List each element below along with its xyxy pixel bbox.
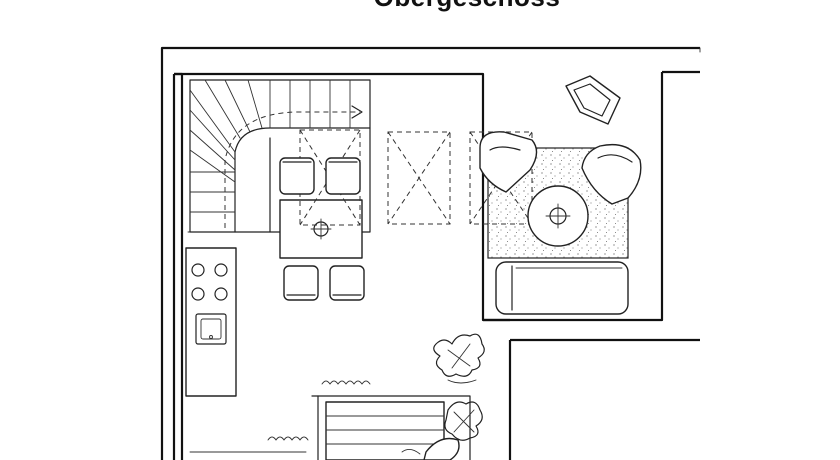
- kitchen-counter: [185, 247, 237, 397]
- bath-area: [189, 395, 471, 460]
- staircase: [189, 79, 371, 233]
- sofa: [495, 261, 629, 315]
- plant-upper: [433, 333, 485, 384]
- armchair-right: [581, 143, 642, 205]
- armchair-left: [479, 131, 538, 193]
- plant-lower: [444, 401, 483, 441]
- railing-planters: [267, 380, 371, 441]
- round-coffee-table: [527, 185, 589, 247]
- dining-chairs: [279, 157, 365, 301]
- skylight-left: [387, 131, 451, 225]
- floor-plan-title: Obergeschoss: [0, 0, 840, 13]
- side-table: [565, 75, 621, 125]
